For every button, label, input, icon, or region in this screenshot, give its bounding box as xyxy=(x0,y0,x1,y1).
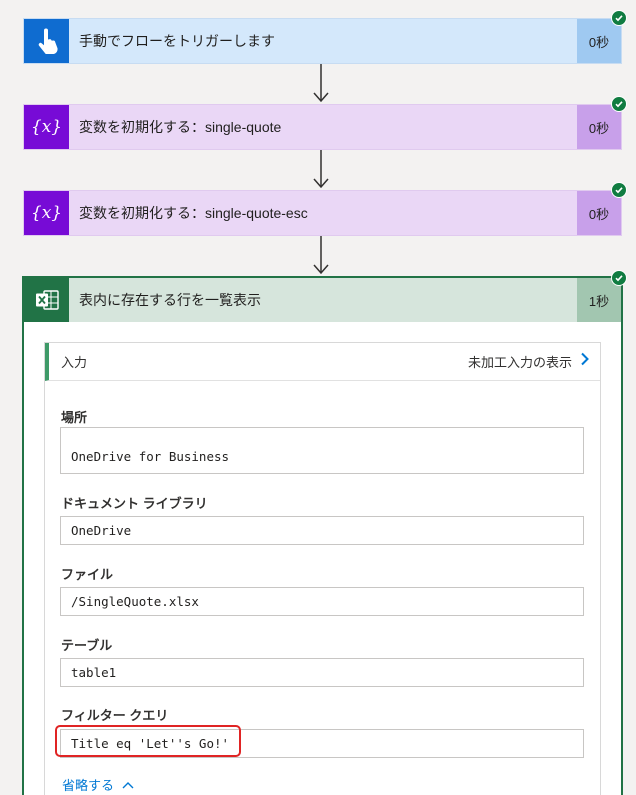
trigger-step-card[interactable]: 手動でフローをトリガーします 0秒 xyxy=(23,18,622,64)
excel-step-header[interactable]: 表内に存在する行を一覧表示 1秒 xyxy=(24,278,621,322)
connector-arrow-icon xyxy=(313,64,329,103)
chevron-up-icon xyxy=(122,778,134,792)
success-check-icon xyxy=(611,182,627,198)
touch-hand-icon xyxy=(24,19,69,63)
collapse-link[interactable]: 省略する xyxy=(62,775,134,794)
inputs-label: 入力 xyxy=(61,355,88,370)
connector-arrow-icon xyxy=(313,150,329,189)
file-label: ファイル xyxy=(61,567,114,582)
inputs-panel: 入力 未加工入力の表示 場所 OneDrive for Business ドキュ… xyxy=(44,342,601,795)
success-check-icon xyxy=(611,270,627,286)
inputs-header: 入力 未加工入力の表示 xyxy=(45,343,600,381)
step-title: 手動でフローをトリガーします xyxy=(79,33,275,49)
excel-icon xyxy=(24,278,69,322)
filter-query-highlight xyxy=(55,725,241,757)
filter-query-field: Title eq 'Let''s Go!' xyxy=(60,729,584,758)
chevron-right-icon xyxy=(580,352,590,371)
filter-query-label: フィルター クエリ xyxy=(61,708,169,723)
variable-icon: {𝑥} xyxy=(24,105,69,149)
step-title: 変数を初期化する：single-quote xyxy=(79,119,282,135)
show-raw-inputs-link[interactable]: 未加工入力の表示 xyxy=(468,352,590,371)
location-label: 場所 xyxy=(61,410,88,425)
step-title: 表内に存在する行を一覧表示 xyxy=(79,292,261,308)
step-duration: 1秒 xyxy=(577,278,621,322)
success-check-icon xyxy=(611,10,627,26)
step-duration: 0秒 xyxy=(577,19,621,63)
document-library-field: OneDrive xyxy=(60,516,584,545)
step-duration: 0秒 xyxy=(577,105,621,149)
document-library-label: ドキュメント ライブラリ xyxy=(61,496,208,511)
file-field: /SingleQuote.xlsx xyxy=(60,587,584,616)
variable-icon: {𝑥} xyxy=(24,191,69,235)
connector-arrow-icon xyxy=(313,236,329,275)
init-variable-step-card[interactable]: {𝑥} 変数を初期化する：single-quote-esc 0秒 xyxy=(23,190,622,236)
table-field: table1 xyxy=(60,658,584,687)
table-label: テーブル xyxy=(61,638,113,653)
init-variable-step-card[interactable]: {𝑥} 変数を初期化する：single-quote 0秒 xyxy=(23,104,622,150)
excel-list-rows-step-card: 表内に存在する行を一覧表示 1秒 入力 未加工入力の表示 場所 OneDrive… xyxy=(22,276,623,795)
show-raw-inputs-label: 未加工入力の表示 xyxy=(467,355,572,370)
collapse-label: 省略する xyxy=(62,778,115,793)
success-check-icon xyxy=(611,96,627,112)
step-duration: 0秒 xyxy=(577,191,621,235)
step-title: 変数を初期化する：single-quote-esc xyxy=(79,205,308,221)
location-field: OneDrive for Business xyxy=(60,427,584,474)
